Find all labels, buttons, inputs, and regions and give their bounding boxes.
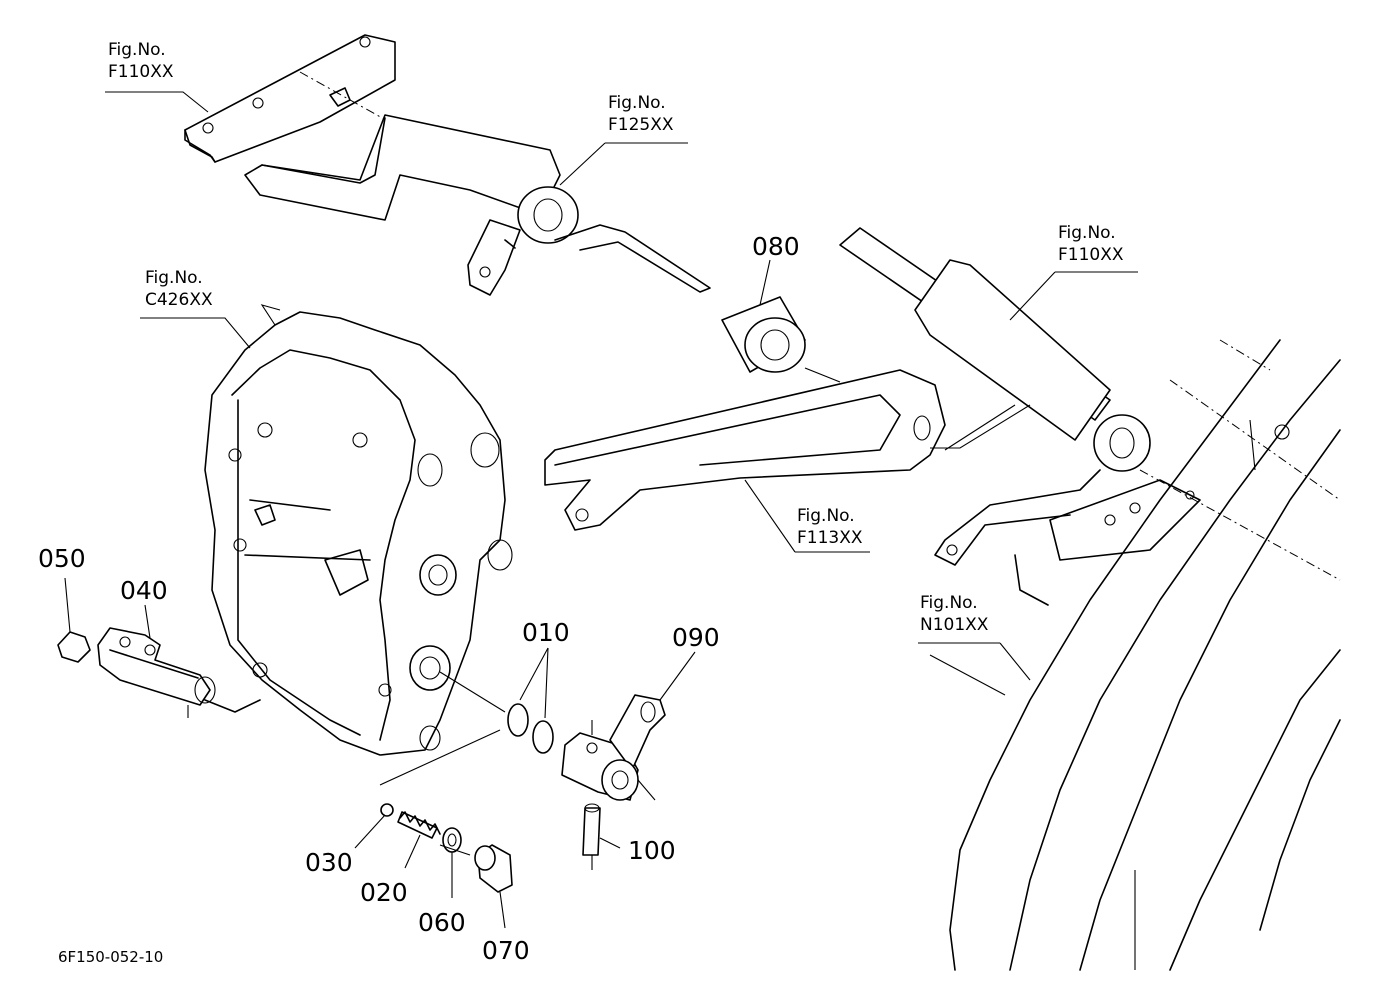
part-label-040: 040	[120, 576, 168, 605]
part-label-010: 010	[522, 618, 570, 647]
ref-f110-right-line2: F110XX	[1058, 245, 1124, 265]
leader-lines	[64, 91, 1138, 929]
ref-f110-top-line1: Fig.No.	[108, 40, 166, 60]
ref-f113-line2: F113XX	[797, 528, 863, 548]
part-label-080: 080	[752, 232, 800, 261]
part-label-050: 050	[38, 544, 86, 573]
part-label-090: 090	[672, 623, 720, 652]
part-label-030: 030	[305, 848, 353, 877]
gear-case	[204, 304, 513, 756]
part-label-100: 100	[628, 836, 676, 865]
ref-c426-line2: C426XX	[145, 290, 213, 310]
collar	[721, 296, 806, 373]
ref-f113-line1: Fig.No.	[797, 506, 855, 526]
ref-n101-line1: Fig.No.	[920, 593, 978, 613]
ref-f110-right-label: Fig.No. F110XX	[1058, 225, 1124, 264]
ref-f125-line2: F125XX	[608, 115, 674, 135]
o-rings	[507, 703, 554, 754]
ref-n101-line2: N101XX	[920, 615, 989, 635]
ref-c426-label: Fig.No. C426XX	[145, 270, 213, 309]
pedal-lever	[544, 369, 946, 531]
ref-f125-line1: Fig.No.	[608, 93, 666, 113]
detent-parts	[380, 803, 513, 893]
right-shaft	[839, 227, 1151, 566]
shaft-assembly	[57, 627, 261, 718]
ref-f113-label: Fig.No. F113XX	[797, 508, 863, 547]
part-label-060: 060	[418, 908, 466, 937]
arm-090	[561, 694, 666, 801]
ref-n101-label: Fig.No. N101XX	[920, 595, 988, 634]
part-label-070: 070	[482, 936, 530, 965]
drawing-code: 6F150-052-10	[58, 948, 164, 966]
ref-f125-label: Fig.No. F125XX	[608, 95, 674, 134]
ref-f110-top-label: Fig.No. F110XX	[108, 42, 174, 81]
ref-f110-right-line1: Fig.No.	[1058, 223, 1116, 243]
lever-arm	[244, 114, 711, 296]
frame	[949, 339, 1341, 971]
ref-f110-top-line2: F110XX	[108, 62, 174, 82]
part-label-020: 020	[360, 878, 408, 907]
pin-100	[582, 803, 601, 870]
ref-c426-line1: Fig.No.	[145, 268, 203, 288]
